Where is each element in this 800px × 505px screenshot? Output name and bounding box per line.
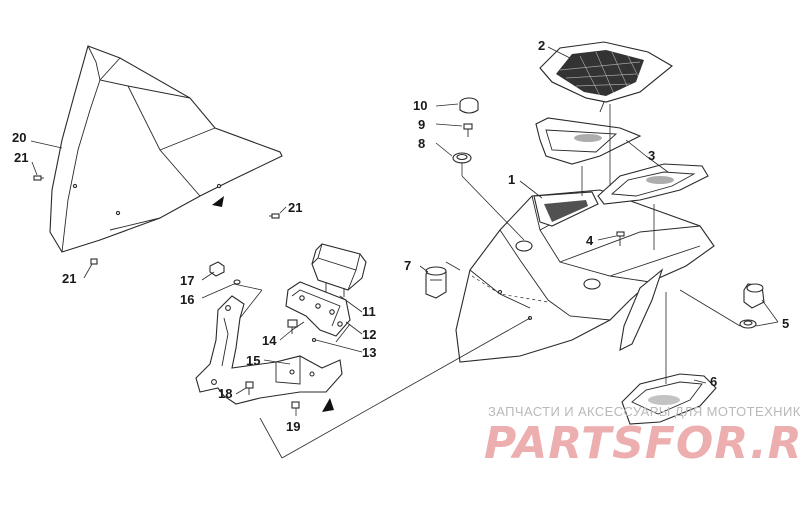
callout-5: 5 xyxy=(782,316,789,331)
callout-4: 4 xyxy=(586,233,594,248)
callout-6: 6 xyxy=(710,374,717,389)
direction-arrow-icon xyxy=(212,196,224,207)
knob-7-part xyxy=(425,266,447,299)
callout-16: 16 xyxy=(180,292,194,307)
screw-9-part xyxy=(463,123,473,137)
callout-14: 14 xyxy=(262,333,277,348)
callout-20: 20 xyxy=(12,130,26,145)
callout-15: 15 xyxy=(246,353,260,368)
clip-13-part xyxy=(311,337,317,343)
cap-10-part xyxy=(459,97,479,114)
panel-6-part xyxy=(621,373,717,425)
watermark-brand-logo: PARTSFOR.RU xyxy=(484,418,800,469)
leader-lines xyxy=(30,46,779,459)
callout-13: 13 xyxy=(362,345,376,360)
support-bracket-part xyxy=(195,295,343,412)
screw-19-part xyxy=(291,401,300,409)
watermark-tagline: ЗАПЧАСТИ И АКСЕССУАРЫ ДЛЯ МОТОТЕХНИКИ xyxy=(488,404,800,419)
grommet-8-part xyxy=(452,152,472,164)
callout-10: 10 xyxy=(413,98,427,113)
screw-18-part xyxy=(245,381,254,395)
mesh-grille-part xyxy=(539,41,673,113)
callout-1: 1 xyxy=(508,172,515,187)
callout-18: 18 xyxy=(218,386,232,401)
callout-2: 2 xyxy=(538,38,545,53)
direction-arrow-icon-2 xyxy=(322,398,334,412)
callout-19: 19 xyxy=(286,419,300,434)
callout-11: 11 xyxy=(362,304,376,319)
windshield-part xyxy=(49,45,283,253)
nut-17-part xyxy=(209,261,225,277)
screw-21-group xyxy=(33,175,280,265)
light-5-part xyxy=(739,283,765,329)
gauge-part xyxy=(311,243,367,297)
callout-7: 7 xyxy=(404,258,411,273)
callout-17: 17 xyxy=(180,273,194,288)
callout-21-left: 21 xyxy=(14,150,28,165)
callout-labels: 2 3 1 4 5 6 7 8 9 10 11 12 13 14 15 16 1… xyxy=(12,38,789,434)
callout-21-bottom: 21 xyxy=(62,271,76,286)
callout-21-right: 21 xyxy=(288,200,302,215)
hood-part xyxy=(455,189,715,363)
gauge-bracket-part xyxy=(285,281,351,337)
vent-panel-upper xyxy=(535,117,642,165)
washer-16-part xyxy=(233,279,241,285)
screw-4-part xyxy=(616,231,625,246)
callout-3: 3 xyxy=(648,148,655,163)
callout-8: 8 xyxy=(418,136,425,151)
vent-panel-lower xyxy=(597,163,709,205)
callout-12: 12 xyxy=(362,327,376,342)
callout-9: 9 xyxy=(418,117,425,132)
